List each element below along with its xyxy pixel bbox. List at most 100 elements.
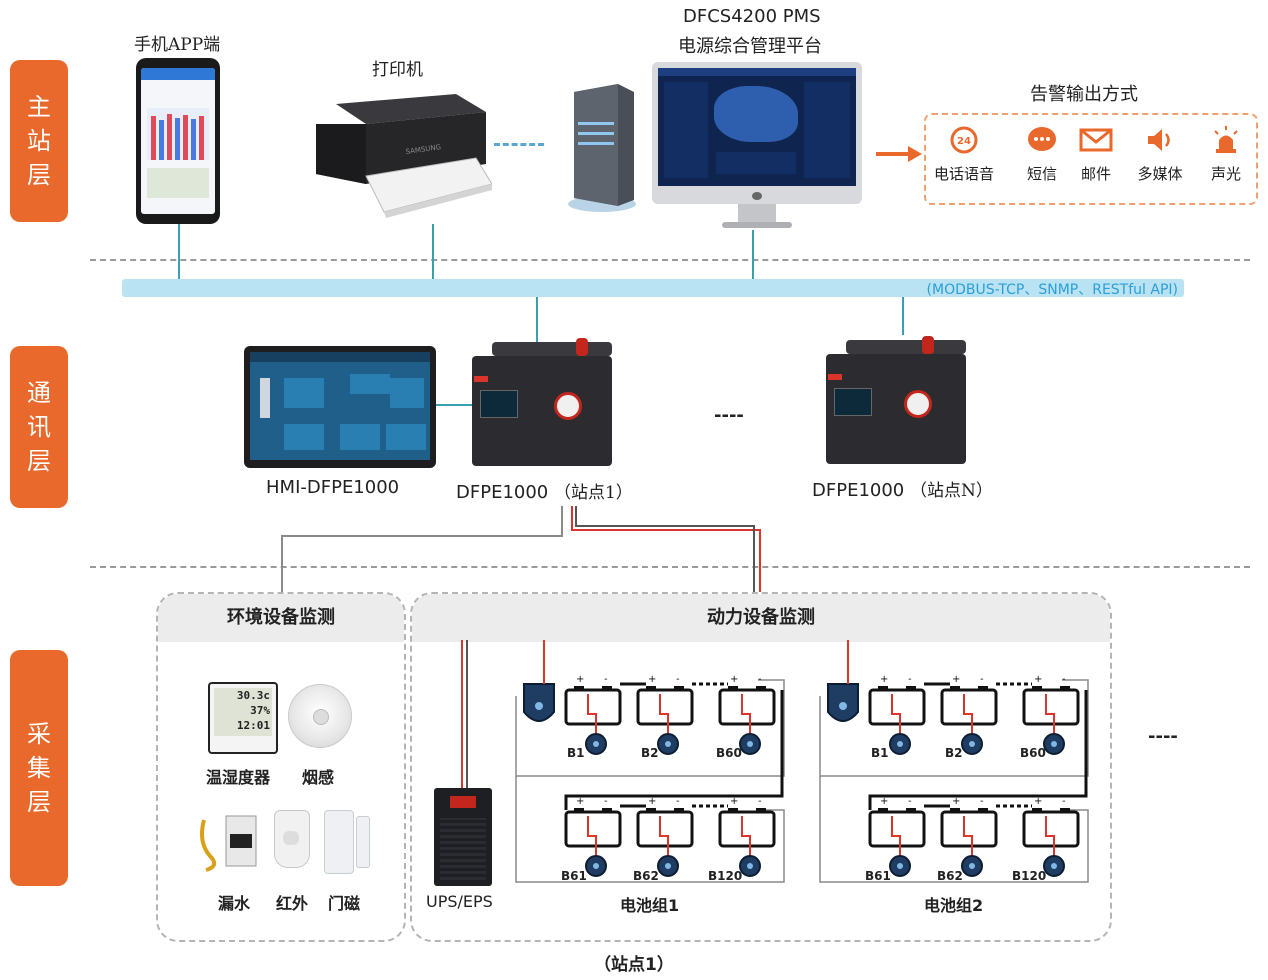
connector-line: [752, 230, 754, 280]
layer-tab-char: 通: [27, 379, 51, 407]
alarm-item-sms: 短信: [1012, 125, 1072, 184]
env-item-label: 漏水: [218, 894, 251, 913]
battery-terminal: [674, 808, 684, 812]
battery-cell: [718, 688, 776, 726]
layer-tab-comm: 通 讯 层: [10, 346, 68, 508]
layer-tab-char: 采: [27, 720, 51, 748]
battery-sense-wire: [1045, 816, 1055, 858]
battery-group2-label: 电池组2: [924, 896, 984, 915]
battery-cell: [868, 810, 926, 848]
series-link: [868, 690, 1088, 810]
thermo-time: 12:01: [236, 719, 270, 732]
battery-terminal: [574, 808, 584, 812]
battery-minus-sign: -: [908, 674, 912, 685]
battery-terminal: [756, 686, 766, 690]
dfpe-siten-label: DFPE1000 （站点N）: [812, 476, 993, 501]
battery-label: B2: [641, 746, 659, 760]
battery-plus-sign: +: [952, 674, 960, 685]
battery-sense-wire: [587, 694, 597, 736]
battery-terminal: [646, 686, 656, 690]
battery-sensor-led: [747, 863, 753, 869]
hmi-label: HMI-DFPE1000: [266, 477, 400, 498]
env-item-label: 红外: [276, 894, 309, 913]
battery-label: B60: [1020, 746, 1046, 760]
battery-terminal: [574, 686, 584, 690]
battery-sense-wire: [963, 816, 973, 858]
thermo-hum: 37%: [250, 704, 270, 717]
battery-cell: [1022, 810, 1080, 848]
battery-sense-wire: [659, 694, 669, 736]
layer-tab-master: 主 站 层: [10, 60, 68, 222]
battery-label: B120: [708, 869, 743, 883]
layer-tab-char: 集: [27, 754, 51, 782]
battery-cell: [564, 810, 622, 848]
power-panel-title: 动力设备监测: [412, 594, 1110, 642]
dfpe-siten-suffix: （站点N）: [909, 481, 993, 501]
battery-sensor-led: [1051, 863, 1057, 869]
layer-separator: [90, 566, 1250, 568]
battery-plus-sign: +: [730, 796, 738, 807]
connector-line: [436, 404, 474, 406]
battery-terminal: [950, 808, 960, 812]
alarm-label: 电话语音: [934, 165, 995, 183]
battery-minus-sign: -: [758, 796, 762, 807]
battery-terminal: [878, 686, 888, 690]
battery-label: B62: [937, 869, 963, 883]
battery-terminal: [756, 808, 766, 812]
phone-label: 手机APP端: [134, 35, 221, 55]
battery-terminal: [906, 808, 916, 812]
layer-separator: [90, 259, 1250, 261]
phone-24-icon: 24: [950, 126, 978, 154]
battery-minus-sign: -: [604, 796, 608, 807]
layer-tab-char: 站: [27, 127, 51, 155]
battery-sense-wire: [963, 694, 973, 736]
module-led: [535, 702, 543, 710]
battery-plus-sign: +: [576, 674, 584, 685]
battery-plus-sign: +: [1034, 796, 1042, 807]
site-caption: （站点1）: [594, 955, 674, 975]
env-item-label: 门磁: [328, 894, 361, 913]
phone-app-image: [136, 58, 220, 224]
layer-tab-char: 层: [27, 788, 51, 816]
battery-terminal: [602, 686, 612, 690]
platform-monitor-image: [652, 62, 862, 230]
battery-cell: [564, 688, 622, 726]
battery-sense-wire: [1045, 694, 1055, 736]
battery-plus-sign: +: [952, 796, 960, 807]
printer-label: 打印机: [372, 60, 423, 80]
battery-sensor-led: [665, 741, 671, 747]
siren-icon: [1214, 126, 1238, 153]
ups-eps-image: [434, 788, 492, 886]
battery-terminal: [878, 808, 888, 812]
battery-cell: [636, 810, 694, 848]
battery-minus-sign: -: [908, 796, 912, 807]
battery-cell: [1022, 688, 1080, 726]
network-bus: (MODBUS-TCP、SNMP、RESTful API): [122, 279, 1184, 298]
battery-plus-sign: +: [730, 674, 738, 685]
battery-group-1: +-+-+-+-+-+-: [515, 640, 785, 883]
printer-image: SAMSUNG: [306, 84, 493, 224]
dfpe-siten-name: DFPE1000: [812, 480, 905, 501]
battery-terminal: [674, 686, 684, 690]
speaker-icon: [1148, 129, 1170, 151]
connector-line: [432, 224, 434, 280]
battery-label: B1: [871, 746, 889, 760]
alarm-methods-box: 24 电话语音 短信 邮件 多媒体 声光: [924, 113, 1258, 205]
thermo-temp: 30.3c: [236, 689, 270, 702]
layer-tab-char: 讯: [27, 413, 51, 441]
alarm-item-media: 多媒体: [1130, 125, 1190, 184]
server-image: [566, 82, 638, 214]
alarm-item-mail: 邮件: [1066, 125, 1126, 184]
battery-sensor-led: [897, 741, 903, 747]
more-sites-ellipsis: ----: [1148, 726, 1178, 747]
alarm-label: 邮件: [1080, 165, 1111, 183]
battery-plus-sign: +: [880, 796, 888, 807]
battery-plus-sign: +: [880, 674, 888, 685]
battery-terminal: [978, 686, 988, 690]
battery-group1-label: 电池组1: [620, 896, 680, 915]
battery-plus-sign: +: [1034, 674, 1042, 685]
battery-terminal: [1032, 808, 1042, 812]
layer-tab-collect: 采 集 层: [10, 650, 68, 886]
alarm-item-light: 声光: [1196, 125, 1256, 184]
battery-minus-sign: -: [980, 796, 984, 807]
